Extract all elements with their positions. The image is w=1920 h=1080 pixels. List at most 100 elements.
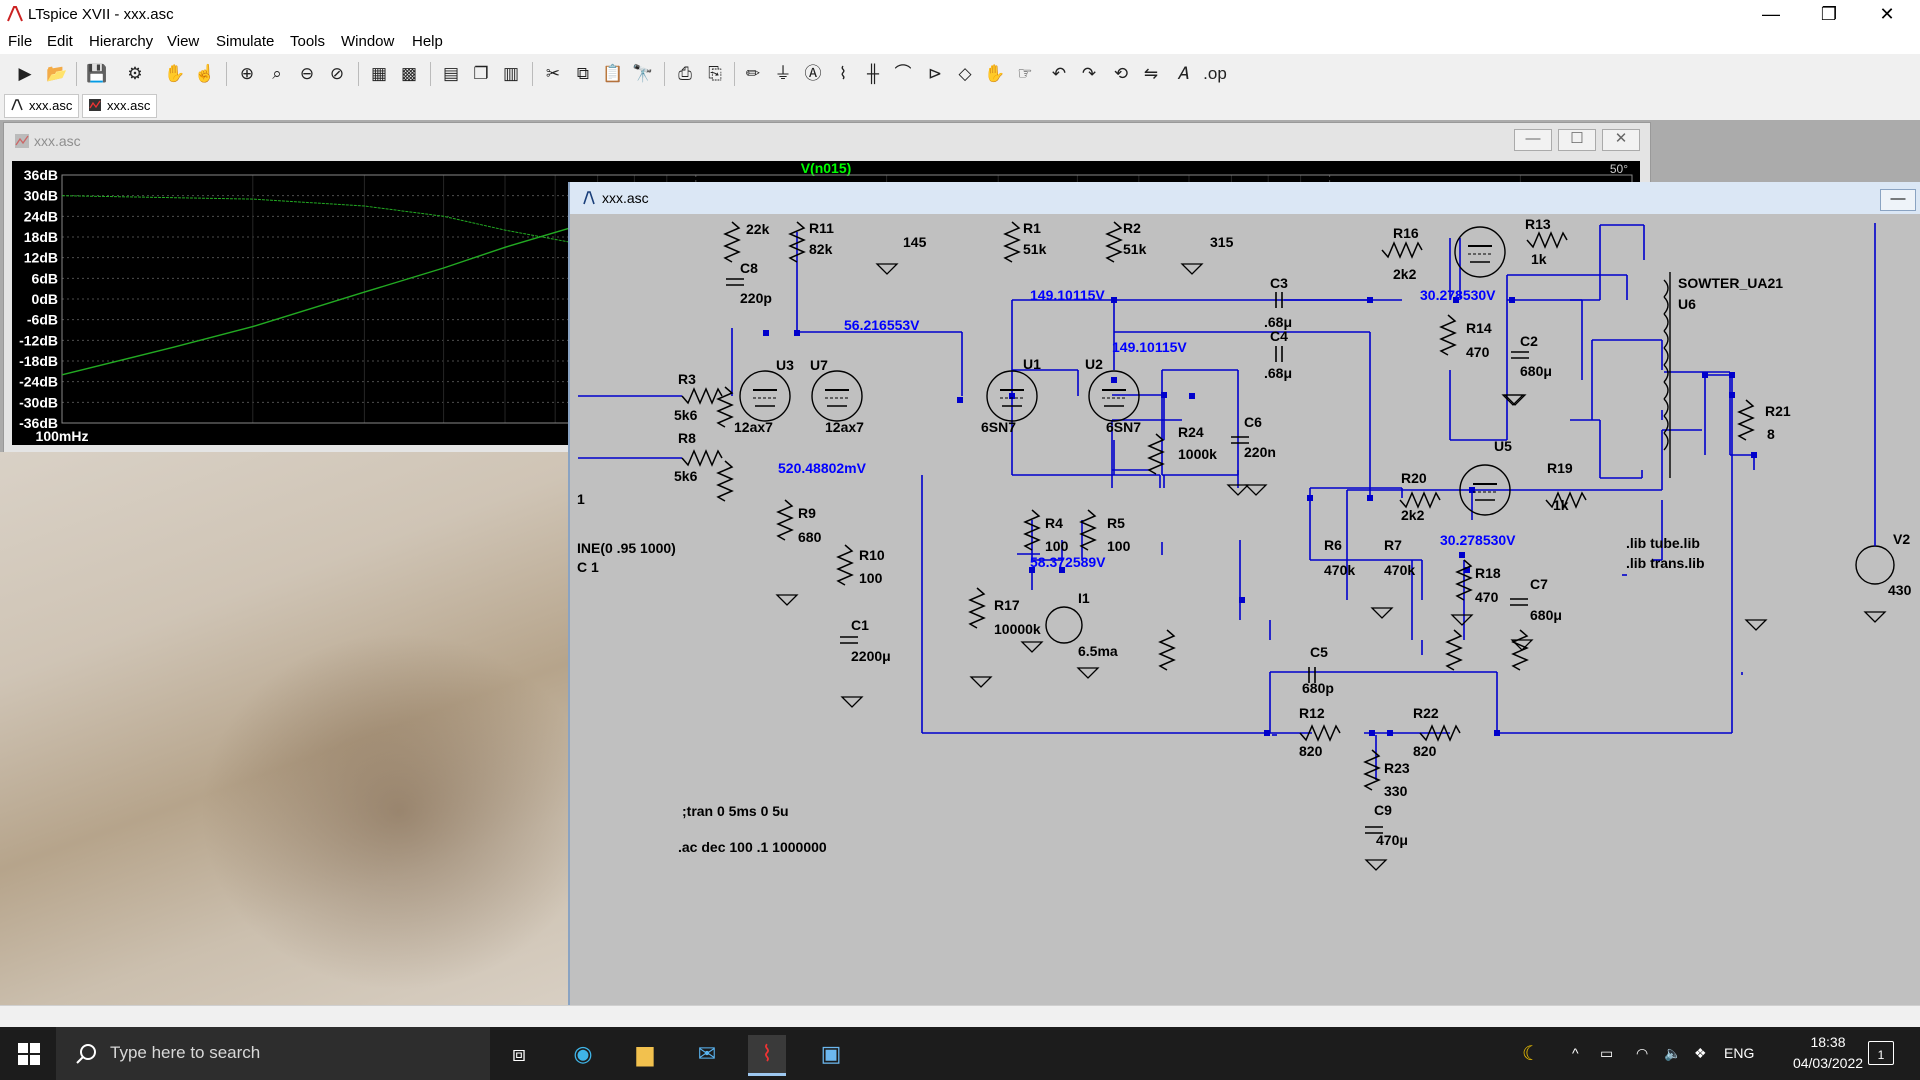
- open-folder-icon[interactable]: 📂: [46, 64, 68, 83]
- print-icon[interactable]: ⎙: [678, 64, 692, 83]
- taskbar-search-box[interactable]: Type here to search: [56, 1027, 490, 1080]
- component-icon[interactable]: ◇: [958, 64, 972, 83]
- language-indicator[interactable]: ENG: [1724, 1045, 1755, 1061]
- schematic-label-r7v: 470k: [1384, 562, 1415, 578]
- wire-junction-node: [763, 330, 769, 336]
- volume-icon[interactable]: 🔈: [1664, 1045, 1682, 1061]
- cascade-icon[interactable]: ❐: [473, 64, 489, 83]
- save-icon[interactable]: 💾: [86, 64, 108, 83]
- y-tick-label: 6dB: [32, 270, 58, 286]
- schematic-label-u3v: 12ax7: [734, 419, 773, 435]
- waveform-window-title: xxx.asc: [34, 133, 81, 149]
- wire-junction-node: [1369, 730, 1375, 736]
- dropbox-icon[interactable]: ❖: [1694, 1045, 1707, 1061]
- resistor-icon[interactable]: ⌇: [838, 64, 848, 83]
- tab-schematic[interactable]: xxx.asc: [4, 94, 80, 118]
- night-light-icon[interactable]: ☾: [1522, 1043, 1540, 1065]
- diode-icon[interactable]: ⊳: [927, 64, 943, 83]
- schematic-label-r17: R17: [994, 597, 1020, 613]
- menu-edit[interactable]: Edit: [47, 33, 73, 50]
- menu-window[interactable]: Window: [341, 33, 395, 50]
- menu-help[interactable]: Help: [412, 33, 443, 50]
- notifications-icon[interactable]: 1: [1868, 1041, 1894, 1065]
- mirror-icon[interactable]: ⇋: [1143, 64, 1159, 83]
- rotate-icon[interactable]: ⟲: [1113, 64, 1129, 83]
- tile-horizontal-icon[interactable]: ▤: [442, 64, 460, 83]
- chevron-up-icon[interactable]: ^: [1572, 1045, 1579, 1061]
- waveform-minimize-button[interactable]: —: [1514, 129, 1552, 151]
- move-icon[interactable]: ✋: [984, 64, 1006, 83]
- schematic-minimize-button[interactable]: —: [1880, 189, 1916, 211]
- menu-file[interactable]: File: [8, 33, 33, 50]
- restore-button[interactable]: ❐: [1820, 4, 1838, 24]
- waveform-close-button[interactable]: ✕: [1602, 129, 1640, 151]
- schematic-label-r16v: 2k2: [1393, 266, 1417, 282]
- spice-directive-icon[interactable]: .op: [1203, 64, 1227, 83]
- drag-icon[interactable]: ☞: [1017, 64, 1033, 83]
- schematic-label-r4v: 100: [1045, 538, 1069, 554]
- transformer-coil: [1663, 279, 1669, 298]
- ground-icon[interactable]: ⏚: [774, 64, 792, 83]
- schematic-label-c6v: 220n: [1244, 444, 1276, 460]
- schematic-label-c2: C2: [1520, 333, 1538, 349]
- resistor-symbol: [1455, 559, 1473, 601]
- menu-simulate[interactable]: Simulate: [216, 33, 275, 50]
- edge-browser-icon[interactable]: ◉: [573, 1041, 593, 1066]
- minimize-button[interactable]: —: [1762, 4, 1780, 24]
- schematic-label-i1: I1: [1078, 590, 1090, 606]
- draw-wire-icon[interactable]: ✏: [745, 64, 761, 83]
- zoom-fit-icon[interactable]: ⌕: [272, 64, 282, 83]
- menu-tools[interactable]: Tools: [290, 33, 326, 50]
- close-button[interactable]: ✕: [1879, 4, 1895, 24]
- cut-icon[interactable]: ✂: [545, 64, 561, 83]
- zoom-cancel-icon[interactable]: ⊘: [329, 64, 345, 83]
- undo-icon[interactable]: ↶: [1051, 64, 1067, 83]
- mail-icon[interactable]: ✉: [697, 1041, 717, 1066]
- tab-waveform[interactable]: xxx.asc: [82, 94, 158, 118]
- menu-hierarchy[interactable]: Hierarchy: [89, 33, 154, 50]
- inductor-icon[interactable]: ⌒: [894, 64, 912, 83]
- wifi-icon[interactable]: ◠: [1636, 1045, 1649, 1061]
- tile-vertical-icon[interactable]: ▥: [502, 64, 520, 83]
- capacitor-icon[interactable]: ╫: [866, 64, 880, 83]
- label-net-icon[interactable]: Ⓐ: [804, 64, 822, 83]
- ltspice-taskbar-icon[interactable]: ⌇: [748, 1035, 786, 1076]
- file-explorer-icon[interactable]: ▆: [636, 1041, 654, 1066]
- find-icon[interactable]: 🔭: [632, 64, 654, 83]
- paste-icon[interactable]: 📋: [602, 64, 624, 83]
- control-panel-icon[interactable]: ⚙: [127, 64, 143, 83]
- print-preview-icon[interactable]: ⎘: [708, 64, 722, 83]
- y-tick-label: -18dB: [19, 353, 58, 369]
- copy-icon[interactable]: ⧉: [576, 64, 590, 83]
- menu-view[interactable]: View: [167, 33, 200, 50]
- schematic-label-c3: C3: [1270, 275, 1288, 291]
- pan-icon[interactable]: ☝: [194, 64, 216, 83]
- windows-start-icon[interactable]: [18, 1043, 40, 1065]
- schematic-drawing[interactable]: 56.216553V149.10115V149.10115V30.278530V…: [576, 214, 1920, 1005]
- halt-icon[interactable]: ✋: [164, 64, 186, 83]
- zoom-in-icon[interactable]: ⊕: [239, 64, 255, 83]
- photos-icon[interactable]: ▣: [820, 1041, 842, 1066]
- toolbar-separator: [358, 62, 359, 86]
- schematic-label-v2: V2: [1893, 531, 1910, 547]
- battery-icon[interactable]: ▭: [1600, 1045, 1614, 1061]
- clock-date[interactable]: 04/03/2022: [1792, 1055, 1864, 1071]
- wire-junction-node: [1307, 495, 1313, 501]
- grid-icon[interactable]: ▩: [400, 64, 418, 83]
- schematic-label-u7: U7: [810, 357, 828, 373]
- wire-junction-node: [1009, 393, 1015, 399]
- task-view-icon[interactable]: ⧈: [512, 1041, 526, 1066]
- waveform-maximize-button[interactable]: ☐: [1558, 129, 1596, 151]
- clock-time[interactable]: 18:38: [1810, 1034, 1846, 1050]
- schematic-label-r1: R1: [1023, 220, 1041, 236]
- zoom-out-icon[interactable]: ⊖: [299, 64, 315, 83]
- text-icon[interactable]: 𝐴: [1177, 64, 1189, 83]
- redo-icon[interactable]: ↷: [1081, 64, 1097, 83]
- schematic-label-u6: U6: [1678, 296, 1696, 312]
- transformer-coil: [1663, 398, 1669, 417]
- run-icon[interactable]: ▶: [18, 64, 32, 83]
- autorange-icon[interactable]: ▦: [370, 64, 388, 83]
- window-title: LTspice XVII - xxx.asc: [28, 6, 174, 23]
